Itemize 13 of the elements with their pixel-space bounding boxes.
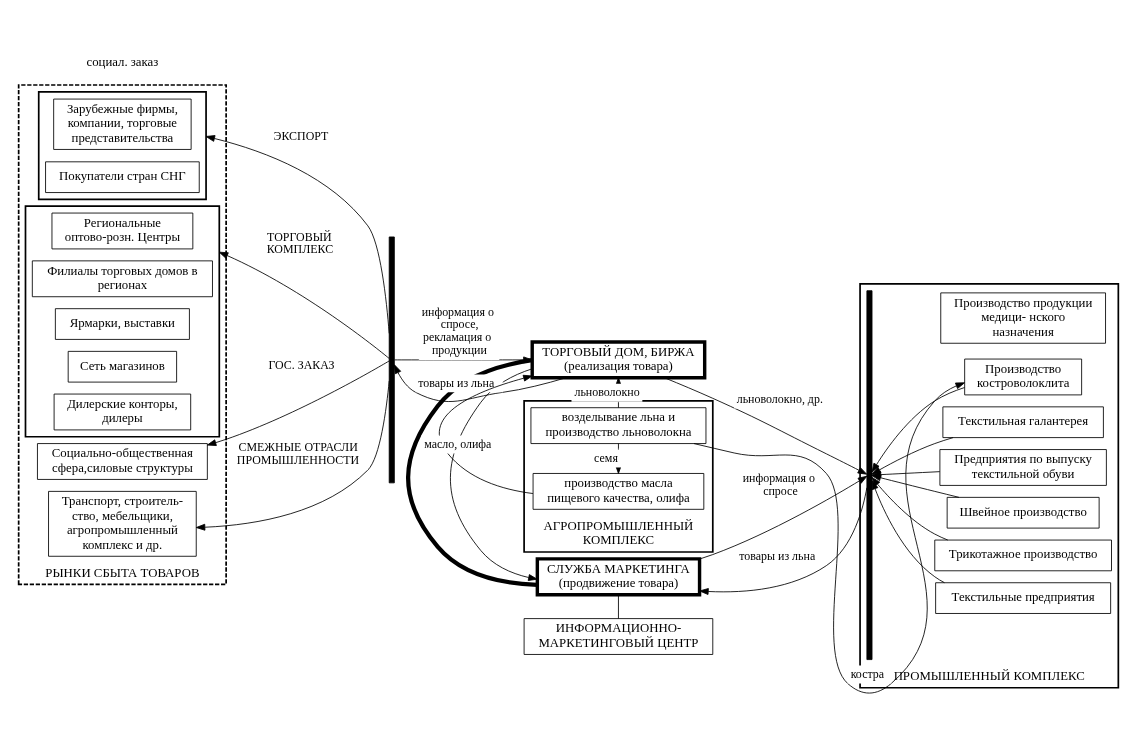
edge-label: информация о спросе, рекламация о продукции <box>421 304 494 358</box>
edge-label: ТОРГОВЫЙ КОМПЛЕКС <box>266 229 334 257</box>
edge-label: семя <box>594 451 618 466</box>
edge-label: масло, олифа <box>424 437 492 452</box>
label: социал. заказ <box>86 54 159 69</box>
edge-label: СМЕЖНЫЕ ОТРАСЛИ ПРОМЫШЛЕННОСТИ <box>236 440 360 468</box>
edge-label: товары из льна <box>418 375 495 390</box>
edge-label: информация о спросе <box>742 471 815 498</box>
edge-label: ГОС. ЗАКАЗ <box>268 358 335 373</box>
edge-label: льноволокно <box>574 385 640 400</box>
edge-label: ЭКСПОРТ <box>273 129 329 144</box>
edge-label: льноволокно, др. <box>736 392 823 407</box>
edge-label: товары из льна <box>739 549 816 564</box>
